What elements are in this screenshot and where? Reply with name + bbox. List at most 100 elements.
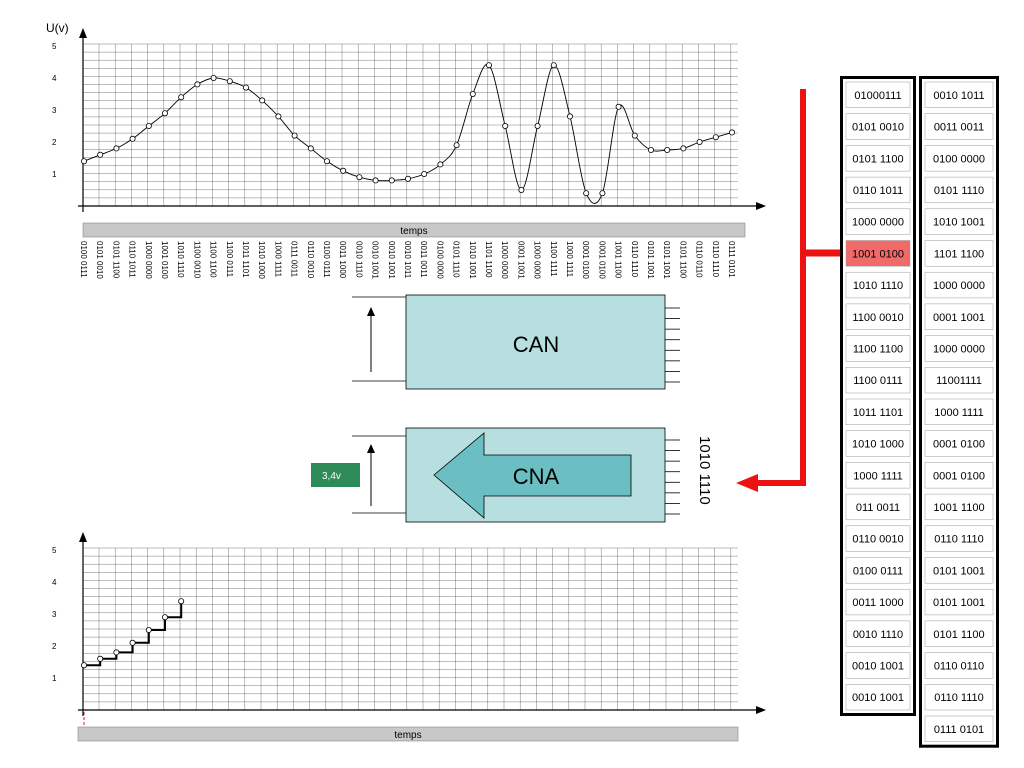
memory-cell [924, 715, 994, 742]
sample-point [97, 151, 104, 158]
sample-code-label: 0010 1001 [371, 241, 380, 279]
sample-point [291, 132, 298, 139]
sample-code-label: 1100 0010 [192, 241, 201, 279]
memory-cell-code: 0101 0010 [852, 122, 904, 134]
memory-cell [845, 208, 911, 235]
top-sample-points [81, 62, 736, 197]
memory-cell-code: 0110 0010 [852, 534, 903, 546]
memory-cell [845, 557, 911, 584]
sample-point [275, 113, 282, 120]
memory-cell [924, 145, 994, 172]
memory-cell-code: 0100 0000 [933, 153, 985, 165]
y-tick-label: 2 [52, 642, 57, 651]
sample-code-label: 0111 0011 [290, 241, 299, 278]
sample-point [323, 158, 330, 165]
cna-direction-arrow [433, 432, 632, 519]
sample-code-label: 0110 0010 [306, 241, 315, 279]
sample-point [178, 94, 185, 101]
sample-code-label: 0101 1001 [662, 241, 671, 279]
sample-code-label: 1010 1001 [468, 241, 477, 279]
memory-cell [845, 176, 911, 204]
cna-input-pins [665, 439, 680, 515]
memory-cell [924, 462, 994, 489]
sample-point [648, 146, 655, 153]
memory-cell-code: 0001 0100 [933, 470, 985, 482]
sample-point [404, 175, 411, 182]
sample-code-label: 0110 1110 [630, 241, 639, 278]
memory-cell [845, 367, 911, 394]
sample-point [340, 167, 347, 174]
sample-code-label: 0100 0000 [435, 241, 444, 279]
memory-cell [845, 113, 911, 140]
sample-code-label: 0101 1110 [452, 241, 461, 278]
memory-cell [845, 588, 911, 616]
memory-cell [924, 367, 994, 394]
sample-point [259, 97, 266, 104]
sample-point [81, 158, 88, 165]
memory-cell-code: 0101 1110 [934, 185, 984, 197]
memory-cell-code: 1000 1111 [853, 470, 903, 482]
can-block: CAN [352, 294, 680, 390]
memory-cell [924, 303, 994, 330]
memory-cell [845, 145, 911, 172]
memory-cell-code: 1100 0010 [852, 312, 903, 324]
memory-cell [924, 557, 994, 584]
sample-code-label: 1001 1100 [614, 241, 623, 279]
cna-block: 3,4v CNA 1010 1110 [311, 427, 713, 523]
memory-cell-code: 0100 0111 [853, 565, 903, 577]
sample-point [145, 627, 152, 634]
arrow-head [736, 474, 758, 492]
memory-cell-code: 0010 1001 [852, 692, 904, 704]
memory-cell-code: 0001 1001 [933, 312, 985, 324]
memory-cell [924, 113, 994, 140]
memory-cell-code: 01000111 [854, 90, 901, 102]
bottom-sample-points [81, 598, 185, 669]
memory-cell-code: 1010 1000 [852, 439, 904, 451]
sample-code-label: 0011 0011 [419, 241, 428, 278]
sample-point [534, 123, 541, 130]
sample-code-label: 0010 1011 [403, 241, 412, 279]
memory-cell-code: 1010 1001 [933, 217, 985, 229]
memory-column-frame [840, 76, 916, 716]
sample-code-label: 0101 1001 [646, 241, 655, 279]
sample-code-label: 0100 0111 [322, 241, 331, 278]
sample-code-label: 0001 0100 [597, 241, 606, 279]
memory-cell [924, 588, 994, 616]
memory-cell [845, 303, 911, 330]
memory-cell-code: 0101 1100 [852, 153, 903, 165]
memory-cell [924, 398, 994, 425]
sample-point [194, 81, 201, 88]
bottom-y-axis-arrowhead [79, 532, 87, 542]
sample-point [113, 649, 120, 656]
cna-output-value: 3,4v [322, 471, 341, 482]
top-plot-grid [83, 43, 738, 207]
sample-code-label: 0100 0111 [79, 241, 88, 278]
sample-point [615, 103, 622, 110]
memory-cell-code: 0010 1011 [933, 90, 984, 102]
sample-point [307, 145, 314, 152]
cna-output-value-box [311, 463, 360, 487]
memory-cell [845, 620, 911, 647]
sample-point [388, 177, 395, 184]
cna-output-arrowhead [367, 444, 375, 453]
memory-cell-code: 1010 1110 [853, 280, 903, 292]
memory-cell [845, 271, 911, 299]
top-y-axis-arrowhead [79, 28, 87, 38]
memory-cell [924, 176, 994, 204]
memory-cell-code: 0111 0101 [934, 724, 984, 736]
memory-cell-code: 0110 1110 [934, 534, 984, 546]
sample-code-label: 0010 1001 [387, 241, 396, 279]
memory-cell-code: 1100 1100 [853, 343, 903, 355]
memory-cell [845, 398, 911, 425]
sample-point [502, 123, 509, 130]
sample-code-label: 0001 0100 [581, 241, 590, 279]
memory-cell-code: 11001111 [936, 375, 982, 387]
memory-cell-code: 1000 0000 [933, 280, 985, 292]
sample-point [696, 138, 703, 145]
sample-point [161, 614, 168, 621]
can-box [405, 294, 666, 390]
memory-cell-code: 011 0011 [856, 502, 900, 514]
memory-cell [924, 525, 994, 552]
